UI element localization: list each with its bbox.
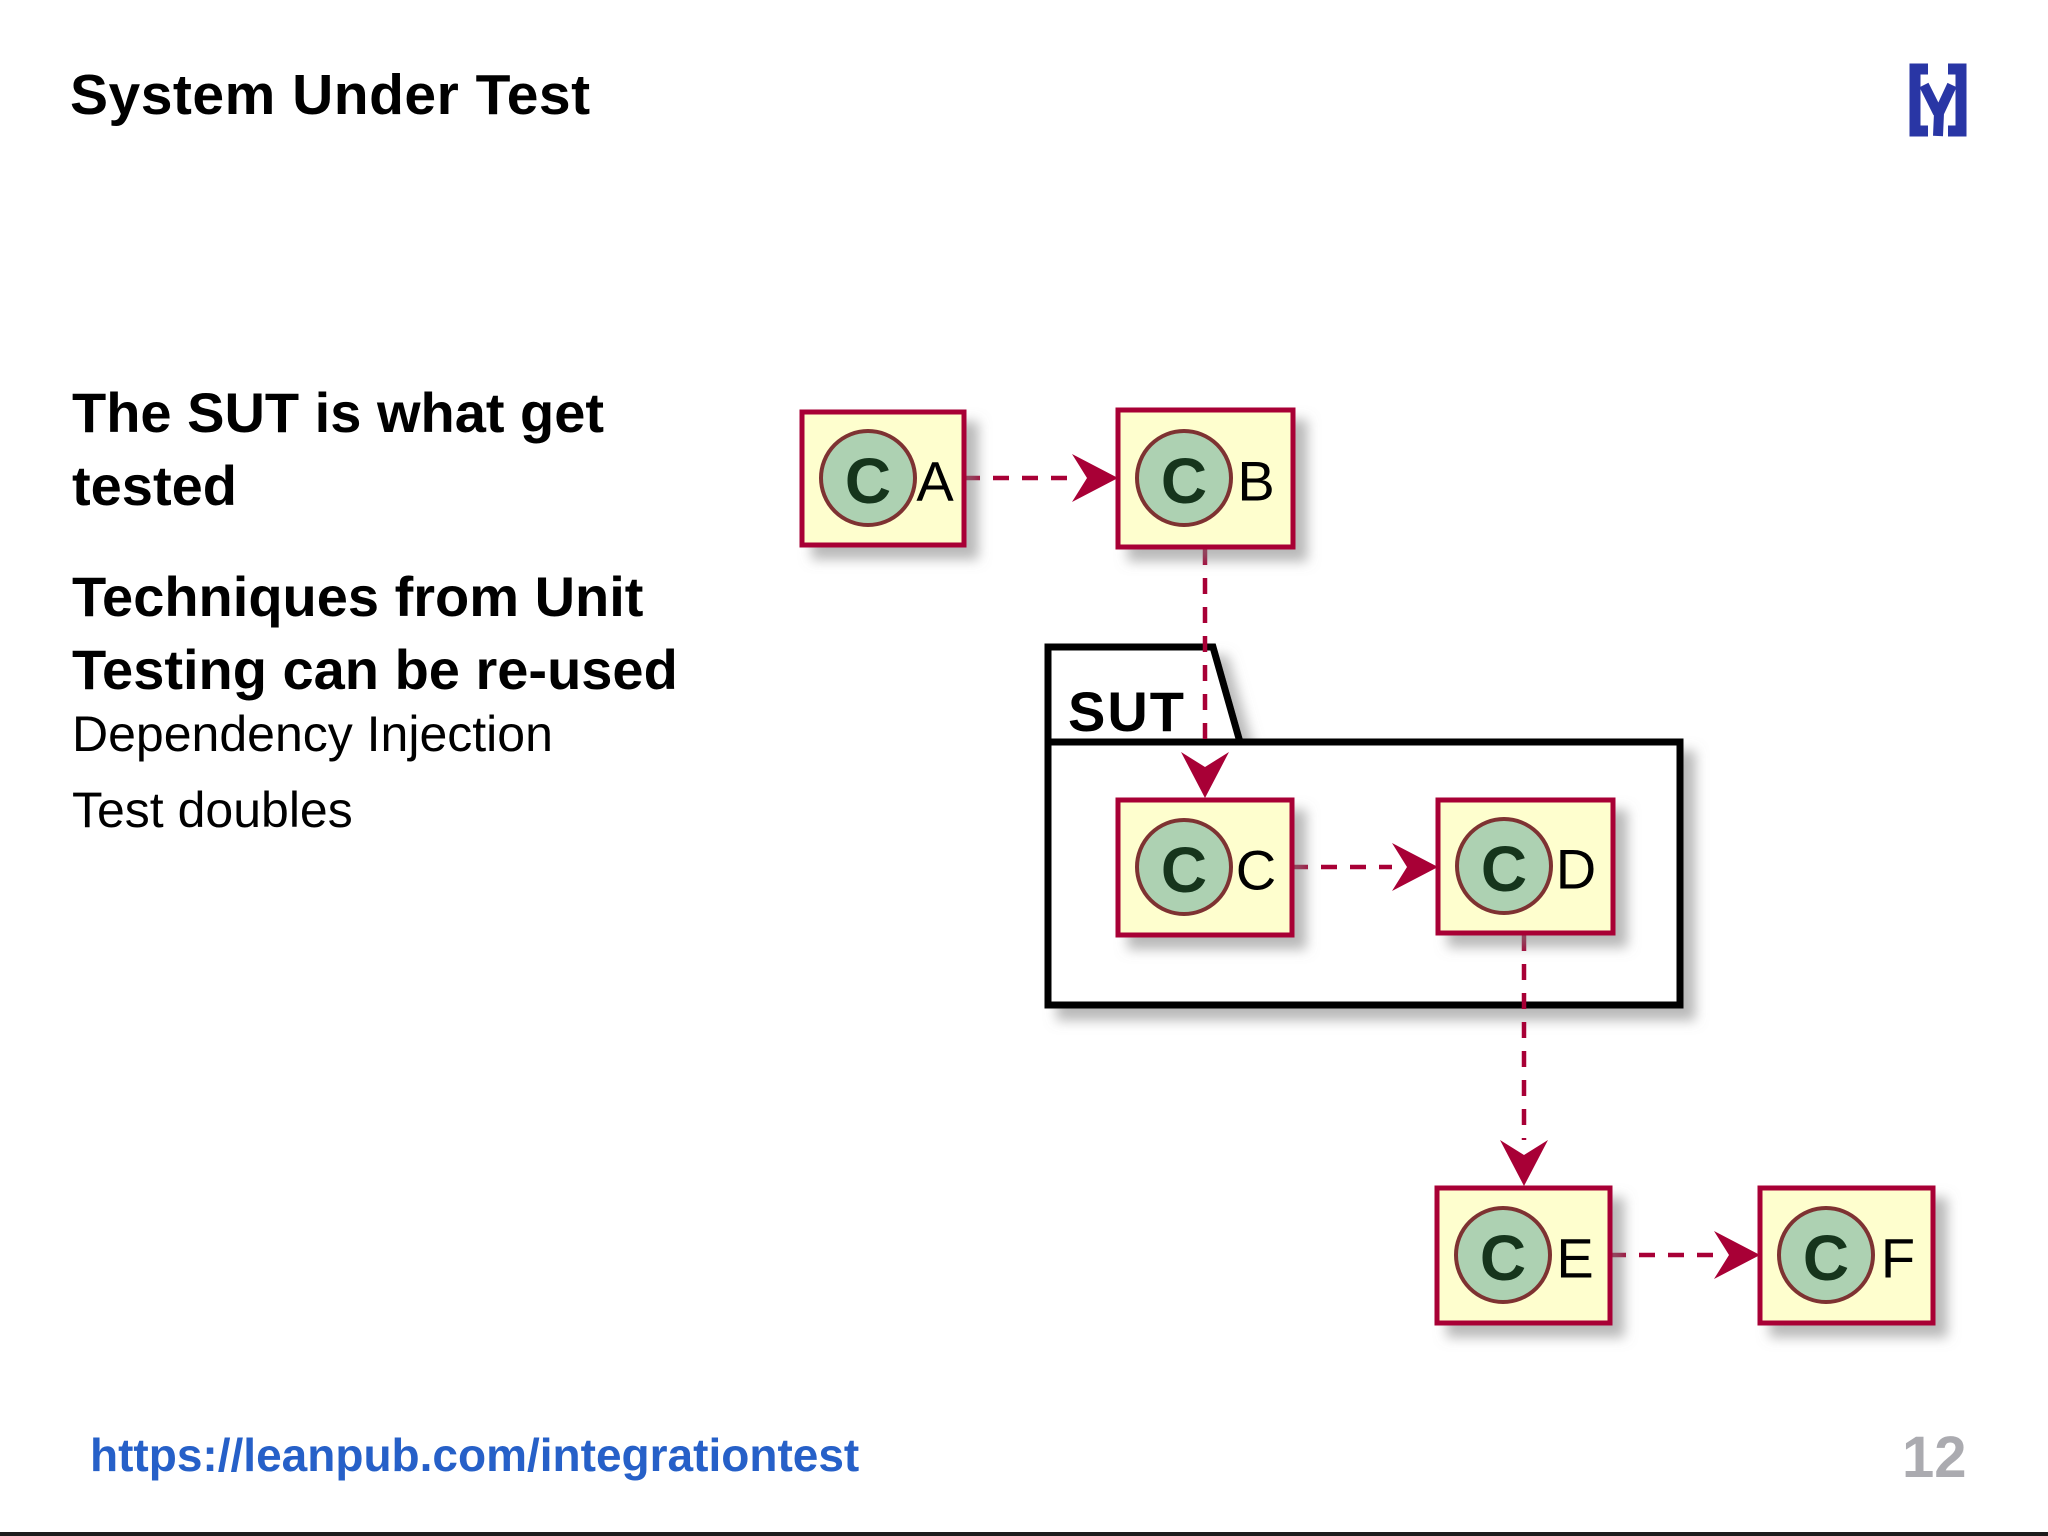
bracket-gamma-logo [1909, 63, 1967, 137]
sub-point-2: Test doubles [72, 782, 353, 838]
class-node-a: C A [799, 409, 967, 548]
logo-right-bracket-icon [1948, 63, 1967, 137]
class-icon: C [1480, 1222, 1526, 1294]
class-label-a: A [916, 450, 954, 513]
edge-a-b [964, 454, 1118, 502]
class-label-c: C [1236, 839, 1276, 902]
class-label-b: B [1237, 450, 1274, 513]
class-icon: C [1161, 445, 1207, 517]
logo-left-bracket-icon [1909, 63, 1928, 137]
page-number: 12 [1902, 1425, 1967, 1490]
class-node-e: C E [1434, 1185, 1613, 1326]
class-node-f: C F [1757, 1185, 1936, 1326]
bottom-edge-strip [0, 1532, 2048, 1536]
class-node-c: C C [1115, 797, 1295, 938]
edge-e-f [1610, 1231, 1760, 1279]
class-label-e: E [1556, 1227, 1593, 1290]
page-title: System Under Test [70, 63, 591, 127]
sub-point-1: Dependency Injection [72, 706, 553, 762]
sut-package-label: SUT [1068, 680, 1186, 743]
class-icon: C [845, 445, 891, 517]
bullet-point-1: The SUT is what get tested [72, 381, 605, 517]
class-label-d: D [1556, 838, 1596, 901]
bullet-point-2: Techniques from Unit Testing can be re-u… [72, 565, 678, 701]
edge-d-e [1500, 935, 1548, 1186]
class-icon: C [1481, 833, 1527, 905]
footer-url-link[interactable]: https://leanpub.com/integrationtest [90, 1429, 860, 1481]
class-node-b: C B [1115, 407, 1296, 550]
edge-c-d [1292, 843, 1438, 891]
class-node-d: C D [1435, 797, 1616, 936]
class-label-f: F [1881, 1227, 1915, 1290]
class-icon: C [1803, 1222, 1849, 1294]
edge-b-c [1181, 549, 1229, 798]
class-icon: C [1161, 834, 1207, 906]
logo-gamma-icon [1919, 82, 1957, 137]
